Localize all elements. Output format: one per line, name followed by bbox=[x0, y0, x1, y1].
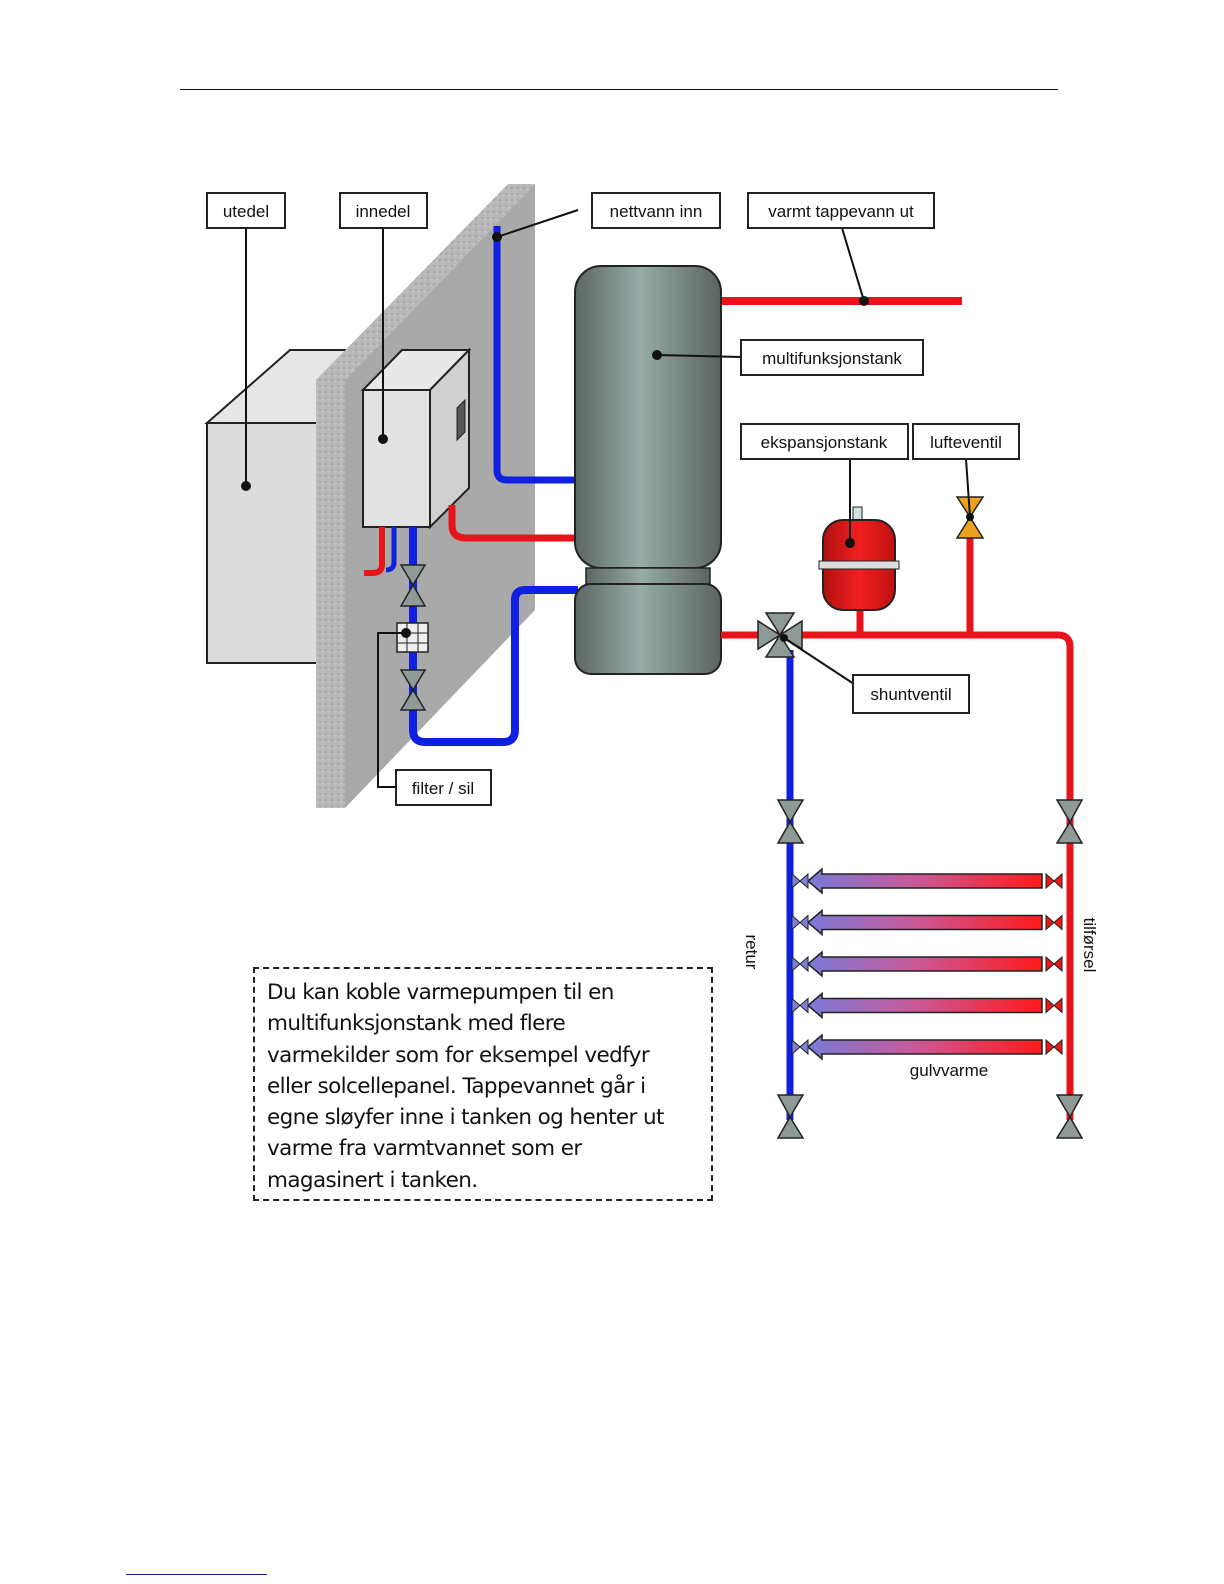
label-text: utedel bbox=[223, 202, 269, 221]
cold-water-inlet-pipe bbox=[493, 226, 575, 484]
loop-return-valve[interactable] bbox=[791, 955, 809, 973]
loop-supply-valve[interactable] bbox=[1045, 914, 1063, 931]
loop-return-valve[interactable] bbox=[791, 997, 809, 1014]
loop-arrow bbox=[806, 908, 1043, 937]
label-nettvann-inn: nettvann inn bbox=[492, 192, 721, 242]
shutoff-valve-lower[interactable] bbox=[399, 669, 427, 711]
floor-heating-loop bbox=[791, 991, 1063, 1020]
return-valve-top[interactable] bbox=[776, 799, 805, 844]
loop-supply-valve[interactable] bbox=[1045, 872, 1063, 890]
expansion-tank bbox=[818, 506, 900, 611]
label-filter-sil: filter / sil bbox=[377, 628, 492, 806]
label-text: innedel bbox=[356, 202, 411, 221]
hot-pipe-indoor-to-tank bbox=[448, 505, 575, 542]
label-text: varmt tappevann ut bbox=[768, 202, 914, 221]
loop-supply-valve[interactable] bbox=[1045, 1038, 1063, 1056]
cold-pipe-outdoor-stub bbox=[385, 527, 397, 573]
indoor-unit bbox=[360, 347, 472, 530]
supply-valve-bottom[interactable] bbox=[1055, 1094, 1084, 1139]
loop-supply-valve[interactable] bbox=[1045, 997, 1063, 1014]
floor-heating-loops bbox=[791, 867, 1063, 1061]
label-varmt-tappevann-ut: varmt tappevann ut bbox=[747, 192, 935, 306]
label-ekspansjonstank: ekspansjonstank bbox=[740, 423, 909, 548]
label-lufteventil: lufteventil bbox=[912, 423, 1020, 521]
label-text: multifunksjonstank bbox=[762, 349, 902, 368]
label-text: ekspansjonstank bbox=[761, 433, 888, 452]
loop-return-valve[interactable] bbox=[791, 872, 809, 890]
label-text: lufteventil bbox=[930, 433, 1002, 452]
label-text: shuntventil bbox=[870, 685, 951, 704]
floor-heating-loop bbox=[791, 950, 1063, 978]
floor-heating-loop bbox=[791, 1033, 1063, 1061]
hot-pipe-outdoor-stub bbox=[364, 527, 385, 576]
label-gulvvarme: gulvvarme bbox=[910, 1061, 988, 1080]
multifunction-tank bbox=[574, 265, 722, 675]
header-rule bbox=[180, 89, 1058, 90]
floor-heating-loop bbox=[791, 908, 1063, 937]
return-valve-bottom[interactable] bbox=[776, 1094, 805, 1139]
loop-arrow bbox=[806, 991, 1043, 1020]
label-text: nettvann inn bbox=[610, 202, 703, 221]
loop-arrow bbox=[806, 867, 1043, 895]
loop-arrow bbox=[806, 950, 1043, 978]
loop-return-valve[interactable] bbox=[791, 914, 809, 931]
floor-heating-loop bbox=[791, 867, 1063, 895]
label-shuntventil: shuntventil bbox=[780, 634, 970, 714]
caption-box: Du kan koble varmepumpen til en multifun… bbox=[253, 967, 713, 1201]
label-text: filter / sil bbox=[412, 779, 474, 798]
supply-valve-top[interactable] bbox=[1055, 799, 1084, 844]
loop-return-valve[interactable] bbox=[791, 1038, 809, 1056]
caption-text: Du kan koble varmepumpen til en multifun… bbox=[267, 980, 664, 1193]
label-utedel: utedel bbox=[206, 192, 286, 491]
heating-supply-pipe bbox=[721, 631, 1074, 1120]
filter-strainer[interactable] bbox=[396, 622, 429, 653]
shunt-valve[interactable] bbox=[757, 612, 803, 658]
loop-arrow bbox=[806, 1033, 1043, 1061]
label-tilforsel: tilførsel bbox=[1080, 918, 1099, 973]
shutoff-valve-upper[interactable] bbox=[399, 564, 427, 607]
label-innedel: innedel bbox=[339, 192, 428, 444]
footnote-rule bbox=[126, 1574, 267, 1575]
label-retur: retur bbox=[742, 935, 761, 970]
label-multifunksjonstank: multifunksjonstank bbox=[652, 339, 924, 376]
loop-supply-valve[interactable] bbox=[1045, 955, 1063, 973]
cold-pipe-indoor-loop bbox=[409, 527, 578, 746]
